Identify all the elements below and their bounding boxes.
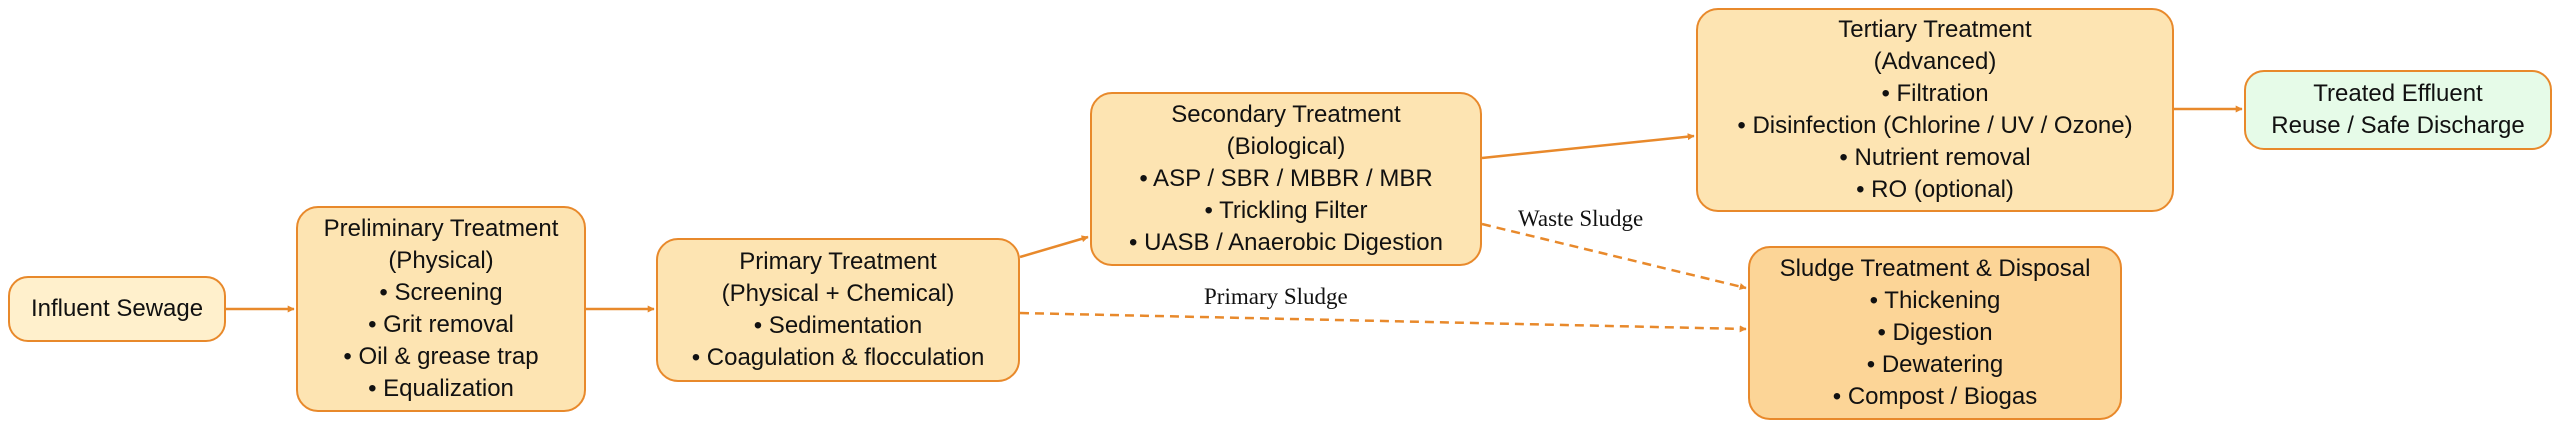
node-line: • Coagulation & flocculation [691, 344, 985, 371]
node-line: Reuse / Safe Discharge [2271, 112, 2525, 139]
node-line: Influent Sewage [30, 295, 204, 322]
node-line: (Physical + Chemical) [721, 280, 955, 307]
edge-secondary-to-tertiary [1481, 133, 1695, 160]
node-line: • Disinfection (Chlorine / UV / Ozone) [1737, 112, 2133, 139]
node-line: • Compost / Biogas [1832, 383, 2038, 410]
node-line: (Biological) [1226, 133, 1346, 160]
node-line: Secondary Treatment [1171, 101, 1401, 128]
node-line: • Filtration [1881, 80, 1989, 107]
node-line: • Equalization [368, 375, 514, 402]
node-line: • Nutrient removal [1839, 144, 2031, 171]
node-line: Preliminary Treatment [323, 215, 559, 242]
node-line: Tertiary Treatment [1838, 16, 2032, 43]
edge-primary-to-sludge [1019, 311, 1747, 333]
node-primary-treatment: Primary Treatment (Physical + Chemical) • … [656, 238, 1020, 382]
label-waste-sludge: Waste Sludge [1518, 206, 1644, 231]
node-line: • Dewatering [1866, 351, 2004, 378]
node-line: • Trickling Filter [1204, 197, 1368, 224]
edge-primary-to-secondary [1019, 235, 1089, 259]
edge-secondary-to-sludge [1481, 222, 1747, 290]
node-secondary-treatment: Secondary Treatment (Biological) • ASP / S… [1090, 92, 1482, 266]
node-line: • Oil & grease trap [343, 343, 539, 370]
node-preliminary-treatment: Preliminary Treatment (Physical) • Screeni… [296, 206, 586, 412]
node-line: • Thickening [1869, 287, 2001, 314]
node-line: Treated Effluent [2313, 80, 2483, 107]
node-line: • RO (optional) [1856, 176, 2014, 203]
node-line: • Grit removal [368, 311, 514, 338]
node-line: • Sedimentation [753, 312, 923, 339]
node-line: • Digestion [1877, 319, 1993, 346]
node-tertiary-treatment: Tertiary Treatment (Advanced) • Filtration… [1696, 8, 2174, 212]
label-primary-sludge: Primary Sludge [1204, 284, 1348, 309]
node-influent-sewage: Influent Sewage [8, 276, 226, 342]
node-line: Primary Treatment [739, 248, 937, 275]
node-line: • ASP / SBR / MBBR / MBR [1139, 165, 1433, 192]
node-line: (Physical) [388, 247, 494, 274]
node-line: • Screening [379, 279, 503, 306]
node-sludge-treatment: Sludge Treatment & Disposal • Thickening •… [1748, 246, 2122, 420]
node-line: (Advanced) [1873, 48, 1997, 75]
node-line: Sludge Treatment & Disposal [1779, 255, 2091, 282]
node-line: • UASB / Anaerobic Digestion [1129, 229, 1443, 256]
